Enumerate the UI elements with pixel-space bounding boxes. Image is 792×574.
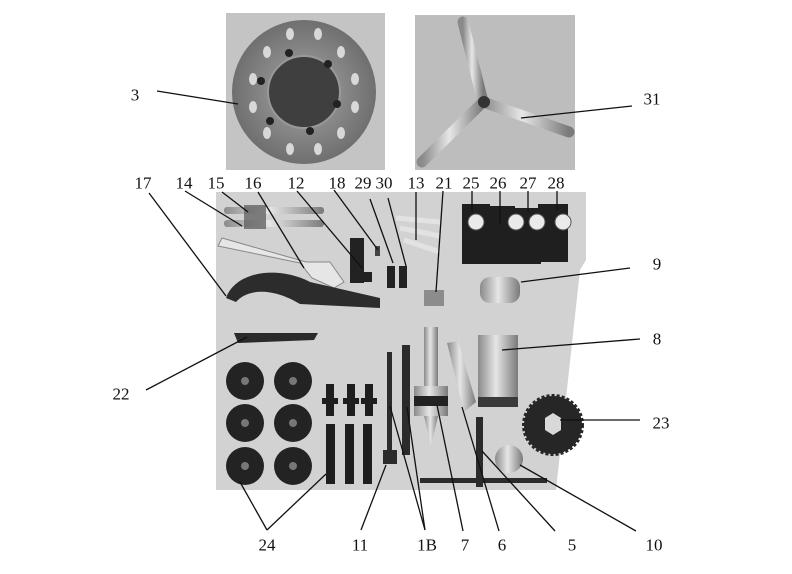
- callout-16: 16: [244, 173, 262, 193]
- callout-3: 3: [130, 85, 140, 105]
- callout-8: 8: [652, 329, 662, 349]
- main-parts-photo: [216, 192, 586, 490]
- leader-lines: [145, 90, 641, 532]
- callout-28: 28: [547, 173, 565, 193]
- chuck-plate-photo: [226, 13, 385, 170]
- callout-6: 6: [497, 535, 507, 555]
- callout-22: 22: [112, 384, 130, 404]
- callout-31: 31: [643, 89, 661, 109]
- callout-9: 9: [652, 254, 662, 274]
- callout-7: 7: [460, 535, 470, 555]
- callout-24: 24: [258, 535, 276, 555]
- callout-18: 18: [328, 173, 346, 193]
- callout-27: 27: [519, 173, 537, 193]
- callout-30: 30: [375, 173, 393, 193]
- callout-12: 12: [287, 173, 305, 193]
- callout-17: 17: [134, 173, 152, 193]
- three-arm-handle-photo: [415, 15, 575, 170]
- callout-25: 25: [462, 173, 480, 193]
- callout-1b: 1B: [417, 535, 437, 555]
- callout-26: 26: [489, 173, 507, 193]
- callout-5: 5: [567, 535, 577, 555]
- callout-23: 23: [652, 413, 670, 433]
- callout-11: 11: [351, 535, 369, 555]
- callout-21: 21: [435, 173, 453, 193]
- callout-29: 29: [354, 173, 372, 193]
- callout-13: 13: [407, 173, 425, 193]
- callout-14: 14: [175, 173, 193, 193]
- callout-10: 10: [645, 535, 663, 555]
- callout-15: 15: [207, 173, 225, 193]
